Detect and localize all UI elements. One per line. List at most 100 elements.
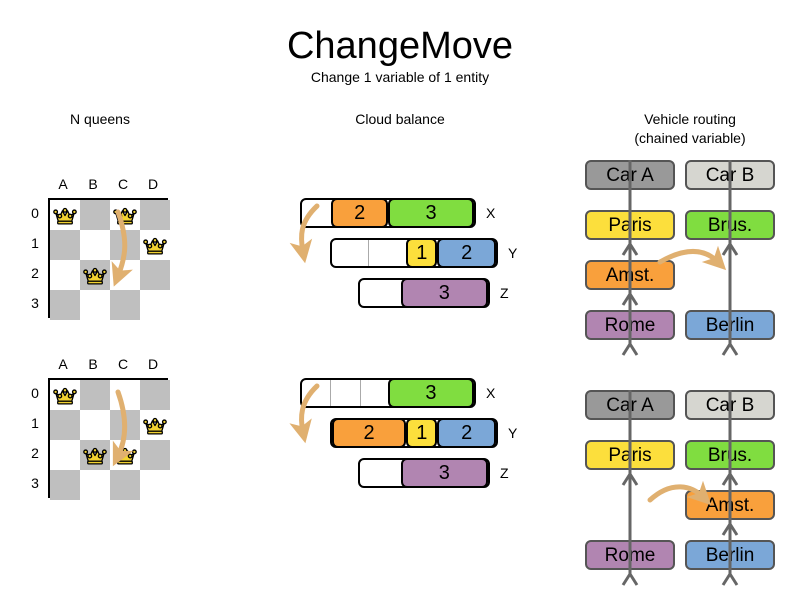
- cloud-empty-slot: [369, 240, 406, 266]
- cloud-computer-label: Z: [500, 285, 509, 301]
- column-header-vehicle-routing-line1: Vehicle routing: [644, 111, 736, 127]
- board-square[interactable]: [110, 440, 140, 470]
- board-square[interactable]: [110, 380, 140, 410]
- routing-node-carb[interactable]: Car B: [685, 160, 775, 190]
- board-square[interactable]: [140, 260, 170, 290]
- column-header-cloud-balance: Cloud balance: [355, 111, 445, 127]
- board-square[interactable]: [80, 440, 110, 470]
- cloud-empty-slot: [302, 380, 332, 406]
- board-square[interactable]: [140, 230, 170, 260]
- queen-icon: [113, 207, 137, 225]
- cloud-computer-bar[interactable]: 3: [300, 378, 476, 408]
- cloud-empty-slot: [361, 380, 388, 406]
- board-square[interactable]: [110, 410, 140, 440]
- board-square[interactable]: [140, 470, 170, 500]
- rank-label-1: 1: [31, 415, 39, 431]
- routing-node-paris[interactable]: Paris: [585, 210, 675, 240]
- queen-icon: [143, 237, 167, 255]
- routing-node-amst[interactable]: Amst.: [585, 260, 675, 290]
- routing-node-berlin[interactable]: Berlin: [685, 540, 775, 570]
- queen-icon: [53, 387, 77, 405]
- cloud-process-block[interactable]: 3: [388, 198, 474, 228]
- board-square[interactable]: [50, 380, 80, 410]
- board-square[interactable]: [80, 260, 110, 290]
- queen-icon: [143, 417, 167, 435]
- queen-icon: [83, 447, 107, 465]
- file-label-d: D: [147, 356, 159, 372]
- board-square[interactable]: [110, 290, 140, 320]
- queen-icon: [83, 267, 107, 285]
- board-square[interactable]: [80, 200, 110, 230]
- board-square[interactable]: [80, 290, 110, 320]
- file-label-d: D: [147, 176, 159, 192]
- queen-icon: [53, 207, 77, 225]
- routing-node-rome[interactable]: Rome: [585, 540, 675, 570]
- cloud-process-block[interactable]: 2: [332, 418, 407, 448]
- cloud-process-block[interactable]: 2: [437, 418, 496, 448]
- rank-label-3: 3: [31, 475, 39, 491]
- page-title: ChangeMove: [286, 25, 514, 67]
- board-square[interactable]: [110, 260, 140, 290]
- board-square[interactable]: [80, 380, 110, 410]
- board-square[interactable]: [80, 470, 110, 500]
- board-square[interactable]: [110, 200, 140, 230]
- board-square[interactable]: [50, 410, 80, 440]
- cloud-process-block[interactable]: 3: [400, 458, 488, 488]
- board-square[interactable]: [140, 440, 170, 470]
- rank-label-0: 0: [31, 205, 39, 221]
- routing-node-rome[interactable]: Rome: [585, 310, 675, 340]
- board-grid: [48, 378, 170, 500]
- cloud-computer-bar[interactable]: 3: [358, 458, 490, 488]
- cloud-computer-label: Y: [508, 425, 518, 441]
- file-label-a: A: [58, 176, 68, 192]
- board-square[interactable]: [110, 470, 140, 500]
- cloud-empty-slot: [302, 200, 331, 226]
- cloud-empty-slot: [360, 280, 401, 306]
- board-square[interactable]: [50, 230, 80, 260]
- cloud-computer-label: Z: [500, 465, 509, 481]
- cloud-empty-slot: [331, 380, 361, 406]
- rank-label-0: 0: [31, 385, 39, 401]
- file-label-b: B: [88, 176, 98, 192]
- cloud-process-block[interactable]: 2: [437, 238, 496, 268]
- routing-node-berlin[interactable]: Berlin: [685, 310, 775, 340]
- routing-node-amst[interactable]: Amst.: [685, 490, 775, 520]
- cloud-process-block[interactable]: 2: [331, 198, 388, 228]
- cloud-process-block[interactable]: 3: [400, 278, 488, 308]
- file-label-c: C: [117, 356, 129, 372]
- board-square[interactable]: [140, 290, 170, 320]
- routing-node-paris[interactable]: Paris: [585, 440, 675, 470]
- board-square[interactable]: [50, 260, 80, 290]
- cloud-process-block[interactable]: 3: [387, 378, 474, 408]
- board-square[interactable]: [140, 380, 170, 410]
- cloud-process-block[interactable]: 1: [406, 238, 438, 268]
- routing-node-cara[interactable]: Car A: [585, 390, 675, 420]
- routing-node-brus[interactable]: Brus.: [685, 440, 775, 470]
- board-square[interactable]: [50, 470, 80, 500]
- routing-node-cara[interactable]: Car A: [585, 160, 675, 190]
- board-grid: [48, 198, 170, 320]
- cloud-process-block[interactable]: 1: [406, 418, 438, 448]
- board-square[interactable]: [110, 230, 140, 260]
- column-header-vehicle-routing-line2: (chained variable): [634, 130, 746, 146]
- queen-icon: [113, 447, 137, 465]
- board-square[interactable]: [80, 230, 110, 260]
- column-header-n-queens: N queens: [70, 111, 130, 127]
- board-square[interactable]: [80, 410, 110, 440]
- board-square[interactable]: [50, 290, 80, 320]
- board-square[interactable]: [50, 440, 80, 470]
- board-square[interactable]: [140, 410, 170, 440]
- routing-node-carb[interactable]: Car B: [685, 390, 775, 420]
- cloud-computer-label: X: [486, 385, 496, 401]
- cloud-computer-bar[interactable]: 3: [358, 278, 490, 308]
- routing-node-brus[interactable]: Brus.: [685, 210, 775, 240]
- cloud-empty-slot: [360, 460, 401, 486]
- board-square[interactable]: [50, 200, 80, 230]
- board-square[interactable]: [140, 200, 170, 230]
